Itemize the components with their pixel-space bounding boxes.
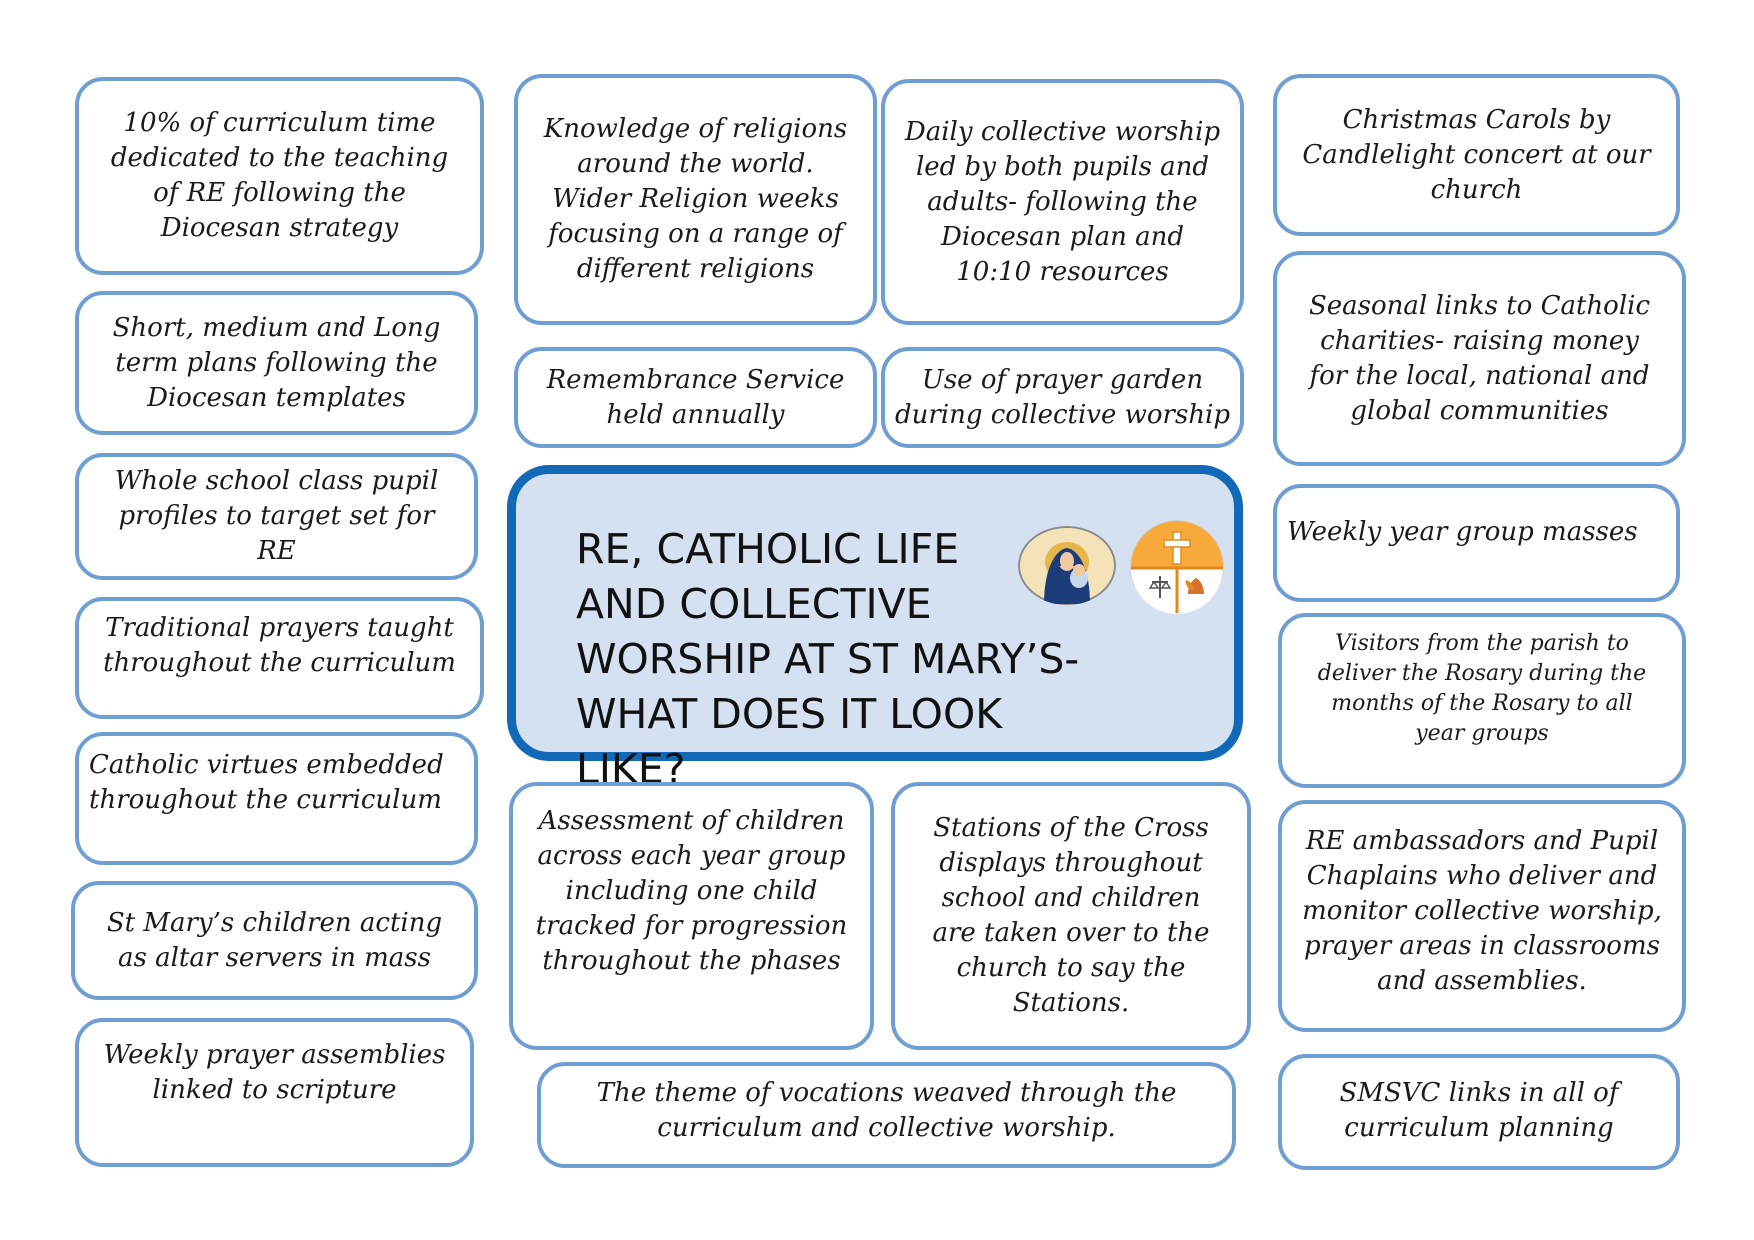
card-text: Assessment of children across each year … [535, 805, 848, 976]
card-smsvc-links: SMSVC links in all of curriculum plannin… [1278, 1054, 1680, 1170]
card-text: Whole school class pupil profiles to tar… [114, 466, 439, 566]
card-catholic-virtues: Catholic virtues embedded throughout the… [75, 732, 478, 865]
title-panel: RE, CATHOLIC LIFE AND COLLECTIVE WORSHIP… [507, 465, 1243, 793]
madonna-and-child-logo [1018, 526, 1116, 605]
card-text: Weekly year group masses [1287, 517, 1638, 547]
card-text: St Mary’s children acting as altar serve… [106, 907, 443, 973]
card-text: Short, medium and Long term plans follow… [112, 312, 441, 413]
card-daily-worship: Daily collective worship led by both pup… [881, 79, 1244, 325]
card-text: Visitors from the parish to deliver the … [1317, 631, 1647, 746]
card-text: Knowledge of religions around the world.… [543, 114, 848, 284]
card-stations-of-cross: Stations of the Cross displays throughou… [891, 782, 1251, 1050]
card-text: Seasonal links to Catholic charities- ra… [1308, 290, 1651, 426]
card-text: Daily collective worship led by both pup… [904, 116, 1221, 287]
card-curriculum-time: 10% of curriculum time dedicated to the … [75, 77, 484, 275]
card-text: Catholic virtues embedded throughout the… [89, 750, 444, 815]
card-text: RE ambassadors and Pupil Chaplains who d… [1302, 825, 1662, 996]
card-traditional-prayers: Traditional prayers taught throughout th… [75, 597, 484, 719]
card-text: Remembrance Service held annually [546, 364, 845, 430]
card-text: Use of prayer garden during collective w… [894, 364, 1231, 430]
card-assessment: Assessment of children across each year … [509, 782, 874, 1050]
card-text: Christmas Carols by Candlelight concert … [1302, 104, 1651, 205]
card-weekly-masses: Weekly year group masses [1273, 484, 1680, 602]
card-text: The theme of vocations weaved through th… [596, 1078, 1177, 1143]
card-seasonal-charities: Seasonal links to Catholic charities- ra… [1273, 251, 1686, 466]
page-title: RE, CATHOLIC LIFE AND COLLECTIVE WORSHIP… [576, 525, 1080, 793]
card-plans: Short, medium and Long term plans follow… [75, 291, 478, 435]
card-knowledge-religions: Knowledge of religions around the world.… [514, 74, 877, 325]
card-pupil-profiles: Whole school class pupil profiles to tar… [75, 453, 478, 580]
card-text: SMSVC links in all of curriculum plannin… [1339, 1078, 1619, 1143]
card-altar-servers: St Mary’s children acting as altar serve… [71, 881, 478, 1000]
card-text: 10% of curriculum time dedicated to the … [110, 108, 449, 243]
card-prayer-garden: Use of prayer garden during collective w… [881, 347, 1244, 448]
card-text: Stations of the Cross displays throughou… [932, 813, 1210, 1018]
card-re-ambassadors: RE ambassadors and Pupil Chaplains who d… [1278, 800, 1686, 1032]
card-text: Traditional prayers taught throughout th… [103, 613, 456, 678]
card-prayer-assemblies: Weekly prayer assemblies linked to scrip… [75, 1018, 474, 1167]
card-christmas-carols: Christmas Carols by Candlelight concert … [1273, 74, 1680, 236]
card-text: Weekly prayer assemblies linked to scrip… [103, 1040, 446, 1105]
card-vocations: The theme of vocations weaved through th… [537, 1062, 1236, 1168]
cross-and-scales-logo [1130, 520, 1224, 614]
card-rosary-visitors: Visitors from the parish to deliver the … [1278, 613, 1686, 788]
card-remembrance: Remembrance Service held annually [514, 347, 877, 448]
